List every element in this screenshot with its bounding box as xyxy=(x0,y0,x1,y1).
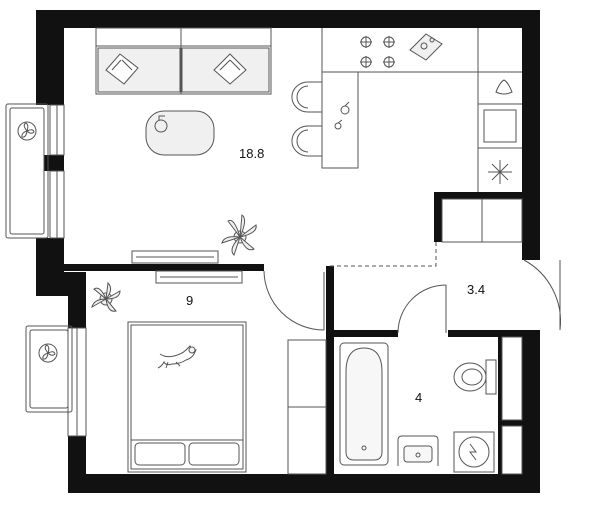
chair-icon xyxy=(291,81,322,157)
washing-machine-icon xyxy=(453,431,495,473)
room-area-bedroom: 9 xyxy=(186,293,194,308)
entrance-door xyxy=(523,259,562,331)
bedroom-door xyxy=(263,270,325,331)
cat-icon xyxy=(157,345,197,369)
room-area-bathroom: 4 xyxy=(415,390,423,405)
wall-left-lower-upper xyxy=(36,238,64,272)
wardrobe xyxy=(441,198,523,243)
table-icon xyxy=(145,110,215,156)
room-area-hallway: 3.4 xyxy=(467,282,486,297)
tv-icon xyxy=(131,250,219,264)
room-area-living-kitchen: 18.8 xyxy=(239,146,265,161)
doors xyxy=(263,242,562,334)
wall-bottom xyxy=(68,474,538,493)
wall-interior-bedroom-right xyxy=(326,266,334,476)
bed-icon xyxy=(127,321,247,473)
sofa-icon xyxy=(95,27,272,95)
plant-icon xyxy=(91,281,121,312)
ac-unit-icon xyxy=(5,103,49,239)
cooktop-icon xyxy=(360,36,395,68)
washbasin-icon xyxy=(397,435,439,466)
bathtub-icon xyxy=(339,342,389,466)
wall-right-upper xyxy=(522,10,540,260)
shelf xyxy=(155,270,243,284)
wall-left-mid xyxy=(44,155,64,171)
sink-icon xyxy=(409,33,517,143)
wall-interior-bedroom-top xyxy=(64,264,264,271)
wall-bathroom-top-right xyxy=(448,330,524,337)
wall-niche-top xyxy=(434,192,524,199)
bathroom-cabinet xyxy=(501,336,523,475)
wall-right-lower xyxy=(522,330,540,493)
bathroom-door xyxy=(397,284,447,334)
plant-icon xyxy=(221,214,257,256)
wall-shaft-mid xyxy=(498,420,524,426)
bedroom-wardrobe xyxy=(287,339,327,475)
wall-left-upper xyxy=(36,10,64,105)
fridge-icon xyxy=(488,160,512,184)
ac-unit-icon xyxy=(25,325,73,413)
walls xyxy=(36,10,540,493)
wall-shaft-left xyxy=(498,337,502,475)
wall-left-bedroom-top xyxy=(68,280,86,328)
wall-bathroom-top xyxy=(330,330,398,337)
wall-top xyxy=(36,10,540,28)
toilet-icon xyxy=(453,359,497,395)
wall-niche-left xyxy=(434,192,442,242)
kitchen-counter xyxy=(321,28,522,192)
